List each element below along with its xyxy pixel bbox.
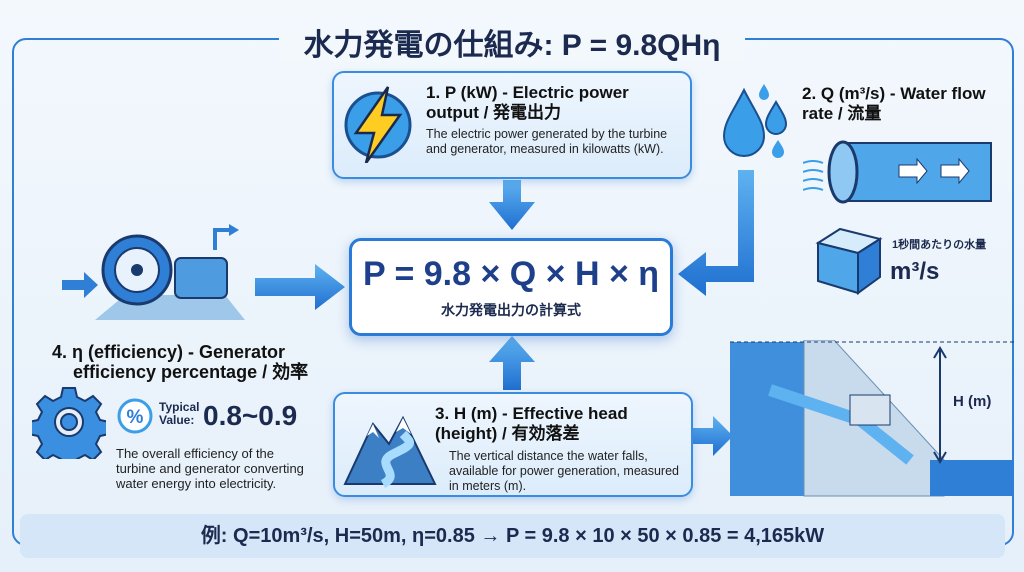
arrow-right-icon — [255, 264, 345, 310]
water-cube-icon — [815, 227, 883, 295]
flow-unit: m³/s — [890, 258, 940, 285]
dam-height-label: H (m) — [953, 393, 992, 410]
flow-heading: 2. Q (m³/s) - Water flow rate / 流量 — [802, 84, 986, 123]
power-description: The electric power generated by the turb… — [426, 127, 668, 156]
typical-label-2: Value: — [159, 413, 195, 427]
percent-icon: % — [117, 398, 153, 434]
water-drops-icon — [722, 84, 788, 158]
arrow-to-dam-icon — [693, 416, 733, 456]
cube-label: 1秒間あたりの水量 — [892, 239, 987, 251]
dam-diagram-icon — [730, 340, 1014, 497]
gear-icon — [32, 387, 106, 459]
arrow-up-icon — [489, 336, 535, 390]
arrow-down-icon — [489, 180, 535, 230]
title-text: 水力発電の仕組み: P = 9.8QHη — [279, 29, 745, 62]
formula-subtitle: 水力発電出力の計算式 — [441, 302, 581, 318]
lightning-icon — [344, 86, 412, 163]
svg-text:%: % — [127, 407, 144, 428]
arrow-l-icon — [678, 170, 754, 296]
arrow-in-icon — [62, 272, 98, 298]
head-description: The vertical distance the water falls, a… — [449, 449, 679, 493]
mountain-river-icon — [343, 415, 437, 488]
head-card: 3. H (m) - Effective head (height) / 有効落… — [333, 392, 693, 497]
page-title: 水力発電の仕組み: P = 9.8QHη — [0, 20, 1024, 64]
formula-main: P = 9.8 × Q × H × η — [362, 255, 660, 293]
efficiency-heading-1: 4. η (efficiency) - Generator — [52, 342, 286, 362]
efficiency-heading-2: efficiency percentage / 効率 — [73, 362, 309, 382]
water-pipe-icon — [803, 140, 992, 204]
power-card: 1. P (kW) - Electric power output / 発電出力… — [332, 71, 692, 179]
head-heading: 3. H (m) - Effective head (height) / 有効落… — [435, 404, 628, 443]
typical-label-1: Typical — [159, 400, 200, 414]
example-calculation: 例: Q=10m³/s, H=50m, η=0.85 → P = 9.8 × 1… — [20, 514, 1005, 558]
typical-value: 0.8~0.9 — [203, 400, 298, 431]
power-heading: 1. P (kW) - Electric power output / 発電出力 — [426, 83, 629, 122]
efficiency-description: The overall efficiency of the turbine an… — [116, 446, 304, 491]
turbine-generator-icon — [95, 224, 245, 320]
formula-box: P = 9.8 × Q × H × η 水力発電出力の計算式 — [349, 238, 673, 336]
